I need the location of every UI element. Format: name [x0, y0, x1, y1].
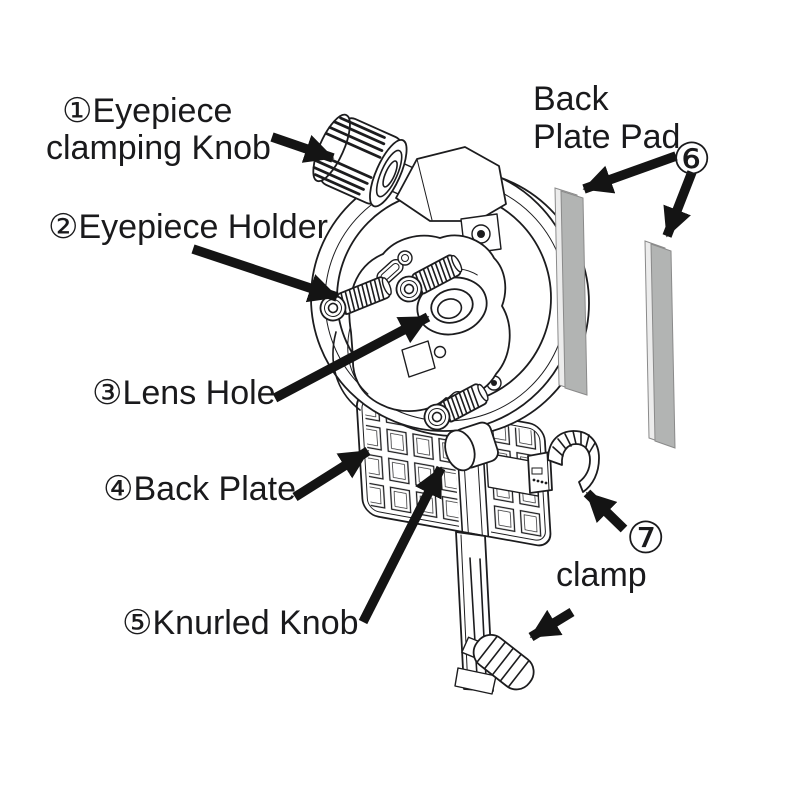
spring-screw-bottom: [423, 383, 489, 431]
arrow-part4: [292, 446, 371, 502]
bottom-clamp-lever: [454, 633, 535, 695]
label-part1-line1: ①Eyepiece: [62, 92, 232, 130]
arrow-part3: [272, 312, 431, 403]
side-clamp: [527, 430, 600, 494]
back-plate-pad-left: [554, 187, 588, 396]
knurled-knob: [444, 421, 499, 472]
arrow-part5: [358, 465, 446, 625]
label-part1-line2: clamping Knob: [46, 129, 271, 167]
label-part5: ⑤Knurled Knob: [122, 604, 359, 642]
arrow-part6-left: [582, 151, 678, 194]
arrow-part1: [270, 132, 335, 163]
spring-screw-top: [395, 254, 463, 303]
arrow-part2: [191, 244, 339, 303]
label-part7-number: ⑦: [626, 513, 665, 564]
label-part3: ③Lens Hole: [92, 374, 276, 412]
back-plate-pad-right: [644, 240, 676, 449]
label-part6-number: ⑥: [672, 134, 711, 185]
label-part6-line2: Plate Pad: [533, 118, 680, 156]
label-part4: ④Back Plate: [103, 470, 296, 508]
arrow-part7-lever: [528, 607, 575, 642]
back-plate-grid: [364, 400, 545, 540]
arrow-part6-right: [662, 170, 697, 238]
label-part6-line1: Back: [533, 80, 610, 118]
spring-screw-left: [319, 276, 392, 322]
lens-hole: [408, 268, 488, 336]
label-part7: clamp: [556, 556, 647, 594]
label-part2: ②Eyepiece Holder: [48, 208, 328, 246]
arrow-part7-hook: [583, 489, 628, 533]
